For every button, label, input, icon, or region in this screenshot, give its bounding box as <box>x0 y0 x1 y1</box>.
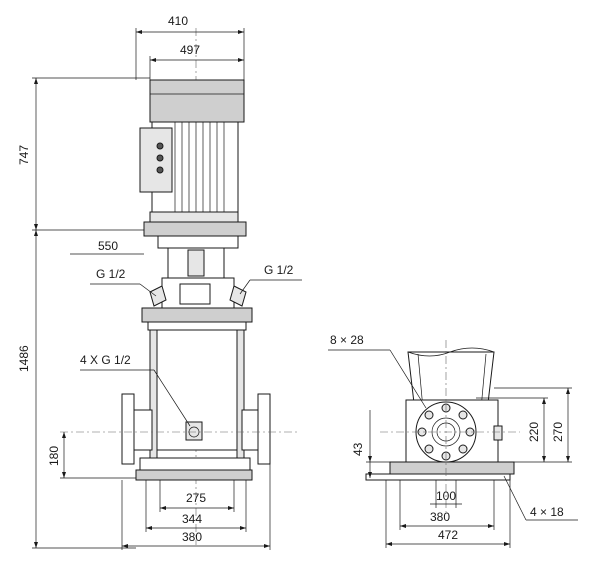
leader-g12-right <box>239 279 251 295</box>
label-bolt-holes: 8 × 28 <box>330 333 364 347</box>
pump-top-plate <box>141 307 253 323</box>
dim-label-side-380: 380 <box>430 510 450 524</box>
bolt-hole-icon <box>458 444 468 454</box>
dim-label-747: 747 <box>17 145 31 165</box>
coupling-guard <box>157 235 239 249</box>
outlet-flange <box>257 393 271 465</box>
front-view: 410 497 747 1486 550 G 1/2 G 1/2 4 X G 1… <box>17 14 302 550</box>
dim-label-380: 380 <box>182 530 202 544</box>
pump-base-foot <box>135 469 253 481</box>
dim-label-1486: 1486 <box>17 345 31 372</box>
cable-gland-1-icon <box>156 142 164 150</box>
label-foot-holes: 4 × 18 <box>530 505 564 519</box>
dim-label-100: 100 <box>436 489 456 503</box>
outlet-neck <box>241 409 259 451</box>
dim-label-43: 43 <box>351 442 365 456</box>
motor-lower-band <box>149 211 239 223</box>
side-view: 8 × 28 43 220 270 100 380 <box>328 333 578 548</box>
cable-gland-3-icon <box>156 166 164 174</box>
bolt-hole-icon <box>424 410 434 420</box>
leader-drain <box>153 369 191 427</box>
break-line <box>407 347 495 357</box>
dim-label-497: 497 <box>180 43 200 57</box>
dim-label-275: 275 <box>186 491 206 505</box>
dim-label-550: 550 <box>98 239 118 253</box>
side-base-plate <box>365 473 511 481</box>
motor-fins <box>174 122 225 212</box>
dim-label-220: 220 <box>527 422 541 442</box>
label-drain-ports: 4 X G 1/2 <box>80 353 131 367</box>
side-drain-plug-icon <box>493 425 503 441</box>
dim-label-472: 472 <box>438 528 458 542</box>
pump-head-plate <box>179 283 211 305</box>
pump-top-ring <box>147 321 247 331</box>
bolt-hole-icon <box>458 410 468 420</box>
cable-gland-2-icon <box>156 154 164 162</box>
vent-screw-left-icon <box>149 285 167 307</box>
inlet-neck <box>133 409 153 451</box>
leader-bolt-holes <box>389 349 427 409</box>
dim-label-344: 344 <box>182 512 202 526</box>
leader-foot-holes <box>503 475 527 521</box>
label-g12-left: G 1/2 <box>96 267 126 281</box>
motor-mount-flange <box>143 221 247 237</box>
shaft-coupling <box>187 249 205 277</box>
pump-base-top <box>139 457 251 471</box>
side-base-foot <box>389 461 515 475</box>
leader-g12-left <box>139 283 157 297</box>
bolt-hole-icon <box>424 444 434 454</box>
dim-label-180: 180 <box>47 446 61 466</box>
terminal-box <box>139 127 173 193</box>
label-g12-right: G 1/2 <box>264 263 294 277</box>
dim-label-410: 410 <box>168 14 188 28</box>
dim-label-270: 270 <box>551 422 565 442</box>
inlet-flange <box>121 393 135 465</box>
motor-fan-cover <box>149 79 245 123</box>
